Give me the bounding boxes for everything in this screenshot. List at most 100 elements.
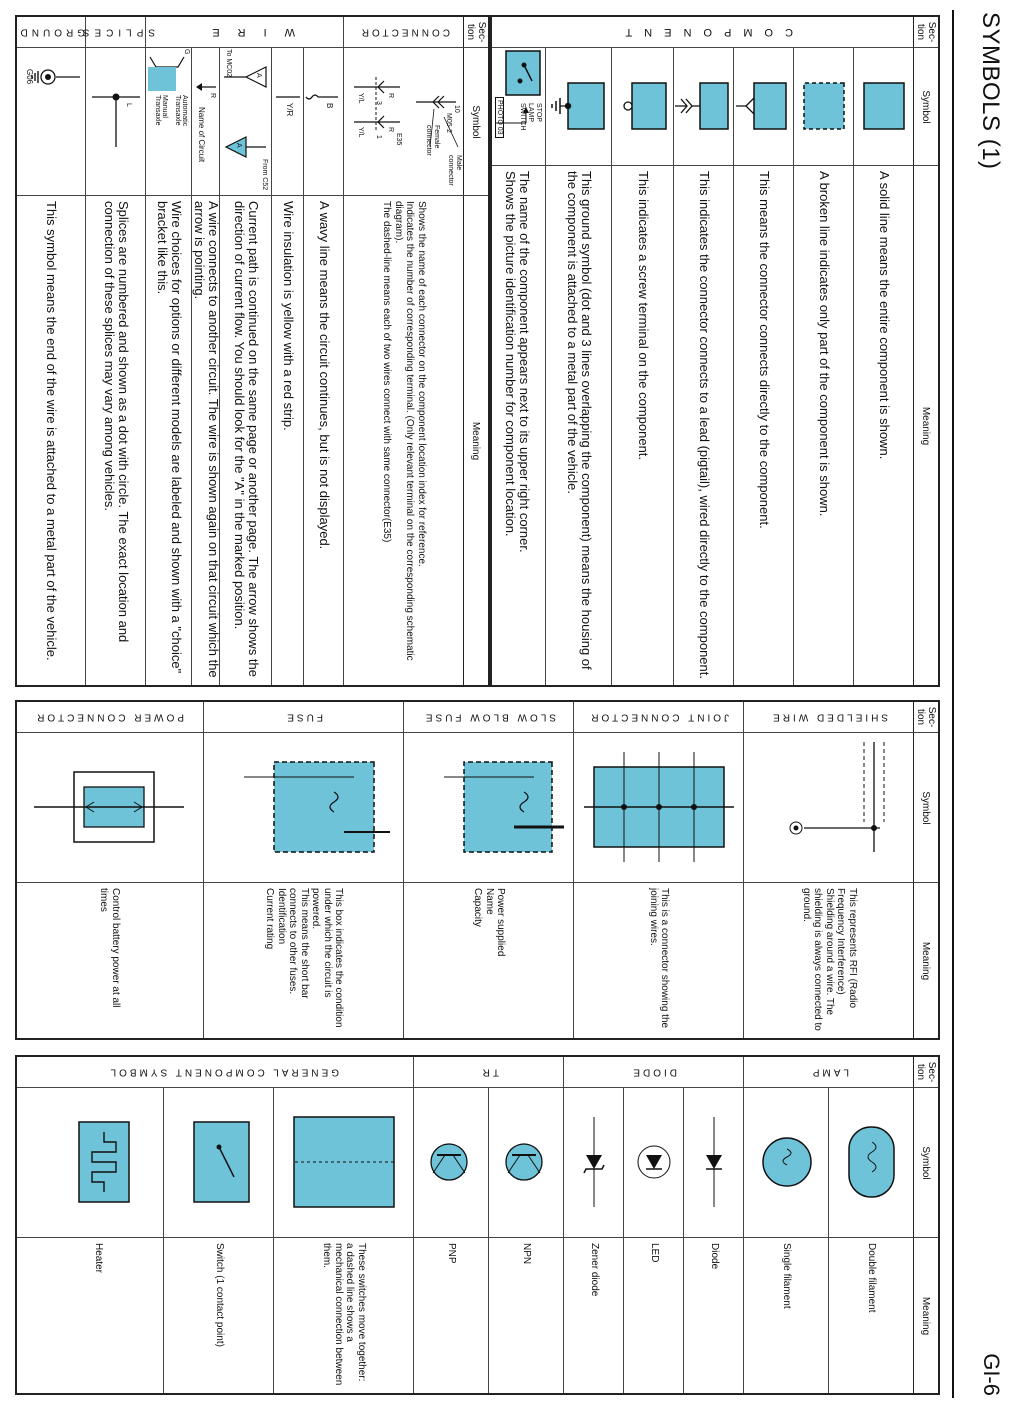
col-section-header: Sec- tion — [915, 706, 937, 728]
meaning-text: Double filament — [866, 1243, 878, 1313]
continuation-arrow-symbol — [224, 66, 267, 158]
col-section-header: Sec- tion — [915, 1061, 937, 1083]
option-label: Manual Transaxle — [154, 95, 168, 126]
meaning-text: LED — [648, 1243, 660, 1263]
marker-label: A — [255, 73, 262, 78]
wire-subrow: R Name of Circuit A wire connects to ano… — [191, 47, 222, 685]
table-row: GROUND G06 This symbol means the end of … — [15, 17, 86, 685]
table-row: TR NPN PNP — [413, 1057, 564, 1393]
connector-id-label: M05-2 — [445, 113, 452, 133]
meaning-text: Diode — [708, 1243, 720, 1270]
meaning-text: Single filament — [781, 1243, 793, 1309]
marker-label: A — [235, 143, 242, 148]
meaning-text: Splices are numbered and shown as a dot … — [102, 201, 132, 643]
col-symbol-header: Symbol — [914, 1087, 938, 1238]
sub-row: Zener diode — [564, 1087, 624, 1393]
connector-id-label: E35 — [395, 133, 402, 146]
meaning-text: A wavy line means the circuit continues,… — [317, 201, 333, 550]
ground-symbol — [31, 69, 80, 85]
male-connector-label: Male connector — [447, 155, 462, 186]
partial-component-symbol — [803, 82, 845, 130]
col-meaning-header: Meaning — [914, 165, 938, 686]
section-label: JOINT CONNECTOR — [588, 711, 730, 723]
screw-terminal-symbol — [623, 82, 667, 130]
shielded-wire-symbol — [789, 742, 885, 852]
section-component: COMPONENT — [613, 26, 793, 38]
meaning-text: The name of the component appears next t… — [503, 171, 533, 553]
named-component-symbol — [496, 50, 541, 124]
meaning-text: Wire insulation is yellow with a red str… — [281, 201, 297, 431]
connector-symbol — [354, 77, 459, 148]
npn-transistor-icon — [505, 1143, 543, 1181]
col-meaning-header: Meaning — [464, 195, 488, 686]
housing-ground-symbol — [551, 82, 605, 130]
pin-label: 10 — [453, 105, 460, 113]
fuse-symbol — [244, 761, 390, 853]
meaning-text: Shows the name of each connector on the … — [381, 201, 428, 661]
table-row: WIRE B A wavy line means the circuit con… — [145, 17, 344, 685]
sub-row: Heater — [33, 1087, 164, 1393]
meaning-text: These switches move together: a dashed l… — [321, 1243, 368, 1386]
ganged-switch-icon — [293, 1116, 395, 1208]
from-label: From C52 — [261, 159, 268, 191]
meaning-text: Wire choices for options or different mo… — [155, 201, 185, 674]
header-rule — [952, 10, 954, 1398]
meaning-text: Switch (1 contact point) — [213, 1243, 225, 1347]
female-connector-label: Female connector — [425, 125, 440, 156]
wire-subrow: Automatic Transaxle Manual Transaxle G W… — [146, 47, 192, 685]
section-label: SLOW BLOW FUSE — [422, 711, 556, 723]
table-row: This indicates a screw terminal on the c… — [611, 47, 674, 685]
table-row: DIODE Diode LED Zener diode — [563, 1057, 744, 1393]
meaning-text: This represents RFI (Radio Frequency Int… — [800, 888, 858, 1031]
meaning-text: Current path is continued on the same pa… — [232, 201, 262, 677]
sub-row: NPN — [488, 1087, 564, 1393]
meaning-text: Control battery power at all times — [98, 888, 122, 1008]
section-label: TR — [479, 1066, 499, 1078]
section-label: DIODE — [630, 1066, 678, 1078]
single-filament-lamp-icon — [762, 1137, 812, 1187]
meaning-text: This is a connector showing the joining … — [648, 888, 671, 1029]
meaning-text: This ground symbol (dot and 3 lines over… — [565, 171, 595, 670]
table-row: SPLICES L Splices are numbered and shown… — [77, 17, 155, 685]
wire-subrow: Y/R Wire insulation is yellow with a red… — [271, 47, 304, 685]
meaning-text: This symbol means the end of the wire is… — [43, 201, 59, 661]
table-wiring: Sec- tion Symbol Meaning CONNECTOR — [15, 15, 490, 687]
col-symbol-header: Symbol — [914, 732, 938, 883]
section-ground: GROUND — [16, 26, 85, 38]
table-row: This ground symbol (dot and 3 lines over… — [545, 47, 612, 685]
meaning-text: This box indicates the condition under w… — [264, 888, 345, 1028]
circuit-name-label: Name of Circuit — [197, 107, 206, 163]
col-section-header: Sec- tion — [465, 21, 487, 43]
choice-bracket-symbol — [148, 56, 185, 91]
wire-color-label: Y/L — [357, 127, 364, 138]
led-icon — [637, 1145, 671, 1179]
sub-row: Double filament — [828, 1087, 914, 1393]
heater-icon — [78, 1121, 130, 1203]
slow-blow-fuse-symbol — [444, 761, 564, 853]
meaning-text: PNP — [446, 1243, 458, 1264]
pigtail-connector-symbol — [675, 82, 729, 130]
meaning-text: Zener diode — [588, 1243, 600, 1297]
pin-label: 1 — [375, 135, 382, 139]
photo-label: PHOTO 03 — [495, 97, 504, 138]
meaning-text: A solid line means the entire component … — [877, 171, 893, 460]
section-label: POWER CONNECTOR — [34, 711, 185, 723]
page-title: SYMBOLS (1) — [977, 12, 1004, 170]
meaning-text: This means the connector connects direct… — [757, 171, 773, 529]
table-row: JOINT CONNECTOR This is a connector showi… — [573, 702, 744, 1038]
circuit-link-symbol — [196, 83, 216, 91]
switch-icon — [193, 1121, 250, 1203]
sub-row: PNP — [414, 1087, 489, 1393]
sub-row: These switches move together: a dashed l… — [273, 1087, 414, 1393]
wire-subrow: A A To MC02 From C52 Current path is con… — [219, 47, 272, 685]
table-row: A broken line indicates only part of the… — [793, 47, 854, 685]
wavy-wire-symbol — [305, 94, 338, 100]
meaning-text: Heater — [93, 1243, 105, 1274]
meaning-text: A broken line indicates only part of the… — [817, 171, 833, 517]
pnp-transistor-icon — [430, 1143, 468, 1181]
